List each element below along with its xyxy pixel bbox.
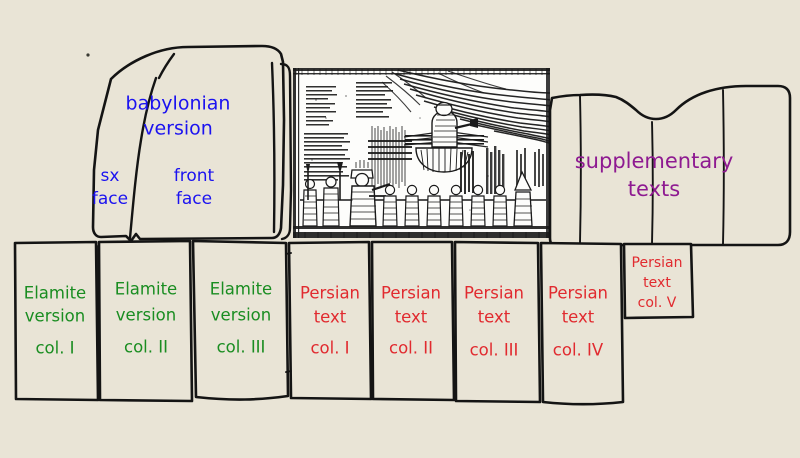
- label-elamite-col-2: Elamite version col. II: [115, 280, 177, 357]
- elamite-2-line2: version: [116, 306, 176, 325]
- elamite-1-line2: version: [25, 307, 85, 326]
- elamite-3-line2: version: [211, 306, 271, 325]
- elamite-1-line3: col. I: [35, 339, 74, 358]
- supplementary-texts-line1: supplementary: [575, 149, 734, 173]
- relief-figure-captives: [382, 170, 533, 227]
- persian-5-line1: Persian: [632, 255, 683, 271]
- faravahar-symbol: [403, 101, 489, 173]
- elamite-col-3-block: [191, 239, 290, 401]
- stray-mark-dot: [86, 53, 90, 57]
- label-supplementary-texts: supplementary texts: [575, 149, 734, 201]
- persian-4-line2: text: [562, 308, 595, 327]
- behistun-relief-engraving: [293, 68, 550, 238]
- elamite-crease-2: [97, 359, 100, 400]
- persian-col-2-block: [370, 240, 456, 402]
- joint-tick-upper: [285, 252, 292, 255]
- babylonian-rock-outline: [91, 44, 286, 243]
- relief-figure-darius: [349, 160, 391, 227]
- joint-tick-lower: [285, 370, 292, 373]
- relief-figure-guard-1: [302, 164, 318, 227]
- front-face-line2: face: [176, 189, 212, 209]
- label-elamite-col-1: Elamite version col. I: [24, 284, 86, 358]
- label-persian-col-3: Persian text col. III: [464, 284, 524, 360]
- relief-figure-guard-2: [322, 162, 343, 227]
- persian-5-line2: text: [643, 275, 671, 291]
- label-persian-col-4: Persian text col. IV: [548, 284, 608, 360]
- supplementary-texts-block: [548, 84, 792, 248]
- rock-crease-top: [157, 52, 176, 80]
- persian-col-1-block: [287, 240, 373, 401]
- babylonian-version-line2: version: [143, 118, 213, 140]
- persian-2-line2: text: [395, 308, 428, 327]
- persian-1-line1: Persian: [300, 284, 360, 303]
- persian-2-line1: Persian: [381, 284, 441, 303]
- rock-crease-right: [270, 61, 276, 234]
- sx-face-line2: face: [92, 189, 128, 209]
- label-persian-col-1: Persian text col. I: [300, 284, 360, 358]
- persian-1-line3: col. I: [310, 339, 349, 358]
- persian-4-line1: Persian: [548, 284, 608, 303]
- persian-2-line3: col. II: [389, 339, 433, 358]
- label-sx-face: sx face: [92, 166, 128, 209]
- elamite-col-2-block: [97, 239, 194, 403]
- label-elamite-col-3: Elamite version col. III: [210, 280, 272, 357]
- persian-4-line3: col. IV: [553, 341, 604, 360]
- persian-3-line3: col. III: [470, 341, 519, 360]
- babylonian-version-line1: babylonian: [126, 93, 231, 115]
- persian-5-line3: col. V: [638, 295, 677, 311]
- elamite-3-line1: Elamite: [210, 280, 272, 299]
- persian-3-line2: text: [478, 308, 511, 327]
- supplementary-texts-line2: texts: [628, 177, 680, 201]
- supplementary-divider-2: [651, 121, 654, 245]
- rock-crease-left: [128, 76, 158, 240]
- elamite-1-line1: Elamite: [24, 284, 86, 303]
- label-persian-col-5: Persian text col. V: [632, 255, 683, 311]
- elamite-2-line1: Elamite: [115, 280, 177, 299]
- persian-col-5-block: [622, 242, 695, 320]
- elamite-2-line3: col. II: [124, 338, 168, 357]
- persian-col-3-block: [453, 240, 542, 404]
- sx-face-line1: sx: [101, 166, 120, 186]
- persian-1-line2: text: [314, 308, 347, 327]
- rock-side-strip: [279, 62, 293, 241]
- supplementary-divider-3: [722, 89, 725, 245]
- persian-3-line1: Persian: [464, 284, 524, 303]
- label-front-face: front face: [174, 166, 215, 209]
- elamite-3-line3: col. III: [217, 338, 266, 357]
- persian-col-4-block: [539, 241, 625, 406]
- supplementary-divider-1: [579, 95, 582, 244]
- label-babylonian-version: babylonian version: [126, 93, 231, 140]
- elamite-col-1-block: [13, 240, 100, 402]
- front-face-line1: front: [174, 166, 215, 186]
- label-persian-col-2: Persian text col. II: [381, 284, 441, 358]
- elamite-crease-1: [96, 245, 99, 345]
